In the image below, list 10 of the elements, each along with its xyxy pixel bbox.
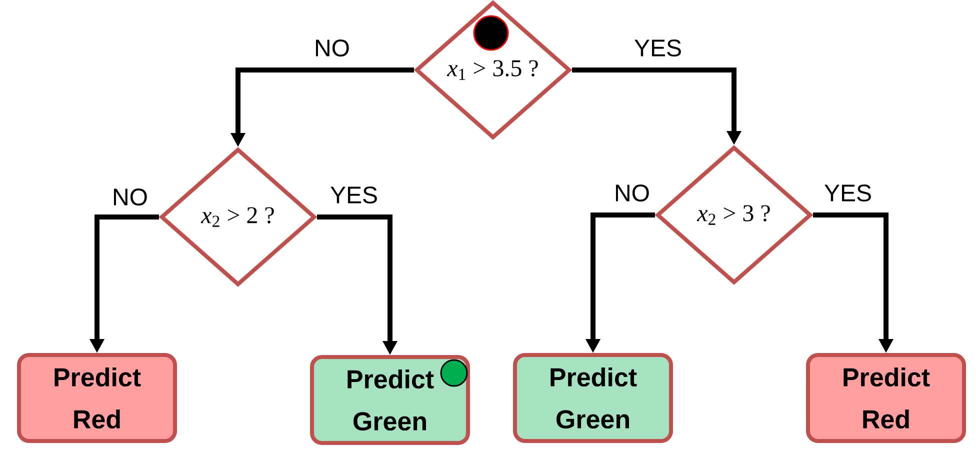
prediction-box: Predict Red	[17, 353, 177, 443]
edge-label: YES	[329, 186, 380, 204]
edge-label: YES	[823, 184, 874, 202]
edge-label: NO	[613, 184, 651, 202]
prediction-box: Predict Green	[310, 355, 470, 445]
edge-label: YES	[633, 38, 684, 58]
edge-label: NO	[111, 188, 149, 206]
edge-label: NO	[313, 38, 351, 58]
prediction-box: Predict Red	[806, 353, 966, 443]
prediction-box: Predict Green	[513, 353, 673, 443]
